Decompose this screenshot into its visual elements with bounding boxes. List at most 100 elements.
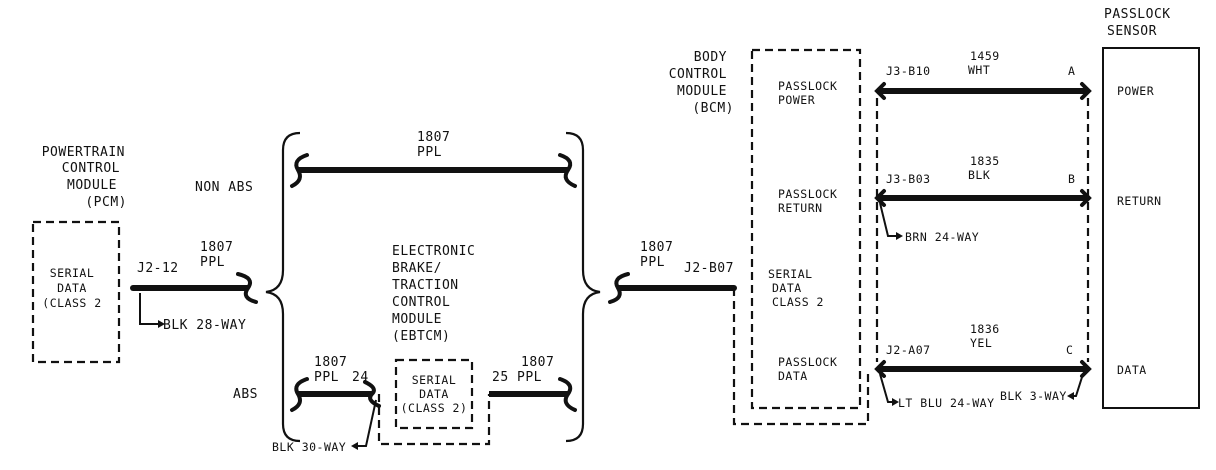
- bcm-port-return-1: PASSLOCK: [778, 187, 837, 201]
- circuit-b-pin: J3-B03: [886, 172, 931, 186]
- circuit-c-left-leader-arrow: [892, 398, 899, 406]
- circuit-a: J3-B10 1459 WHT A: [874, 49, 1092, 100]
- circuit-b-wire-color: BLK: [968, 168, 990, 182]
- bcm-name-3: MODULE: [677, 84, 727, 99]
- circuit-c-wire-id: 1836: [970, 322, 1000, 336]
- pcm-name-2: CONTROL: [62, 161, 120, 176]
- pcm-inner-2: DATA: [57, 281, 87, 295]
- bcm-dashed-box: [750, 48, 862, 410]
- abs-left-connector: [290, 377, 309, 412]
- pcm-inner-1: SERIAL: [50, 266, 95, 280]
- circuit-b-connector-leader: [879, 202, 896, 237]
- bcm-input-wire-color: PPL: [640, 255, 665, 270]
- pcm-pin-dot: [130, 285, 136, 291]
- left-brace: [265, 131, 301, 443]
- circuit-c-connector-left: LT BLU 24-WAY: [898, 396, 995, 410]
- circuit-c-right-leader: [1074, 373, 1084, 397]
- bcm-port-data-2: DATA: [778, 369, 808, 383]
- abs-left-wire-color: PPL: [314, 370, 339, 385]
- bcm-port-data-1: PASSLOCK: [778, 355, 837, 369]
- bcm-port-power-2: POWER: [778, 93, 815, 107]
- non-abs-left-connector: [290, 153, 309, 188]
- circuit-a-wire-color: WHT: [968, 63, 990, 77]
- ebtcm-outer-dashed: [377, 394, 491, 446]
- ebtcm-inner-3: (CLASS 2): [401, 401, 468, 415]
- sensor-port-power: POWER: [1117, 84, 1154, 98]
- pcm-name-4: (PCM): [85, 195, 127, 210]
- pcm-block: POWERTRAIN CONTROL MODULE (PCM) SERIAL D…: [31, 145, 258, 364]
- ebtcm-name-3: TRACTION: [392, 278, 459, 293]
- sensor-name-1: PASSLOCK: [1104, 7, 1171, 22]
- pcm-leader-arrow: [158, 320, 165, 328]
- bcm-name-2: CONTROL: [669, 67, 727, 82]
- circuit-c-pin: J2-A07: [886, 343, 931, 357]
- circuit-c: J2-A07 1836 YEL C LT BLU 24-WAY BLK 3-WA…: [874, 322, 1092, 410]
- pcm-connector-symbol: [236, 272, 258, 304]
- pcm-pin: J2-12: [137, 261, 179, 276]
- circuit-c-wire-color: YEL: [970, 336, 992, 350]
- pcm-name-3: MODULE: [67, 178, 117, 193]
- abs-connector-label: BLK 30-WAY: [272, 440, 346, 454]
- ebtcm-inner-1: SERIAL: [412, 373, 457, 387]
- non-abs-label: NON ABS: [195, 180, 253, 195]
- bcm-port-power-1: PASSLOCK: [778, 79, 837, 93]
- sensor-box: [1102, 47, 1200, 409]
- circuit-c-connector-right: BLK 3-WAY: [1000, 389, 1067, 403]
- sensor-name-2: SENSOR: [1107, 24, 1157, 39]
- ebtcm-inner-2: DATA: [419, 387, 449, 401]
- sensor-port-return: RETURN: [1117, 194, 1162, 208]
- circuit-b-wire-id: 1835: [970, 154, 1000, 168]
- ebtcm-dashed-box: [394, 358, 474, 430]
- pcm-connector-leader: [139, 293, 158, 325]
- ebtcm-name-6: (EBTCM): [392, 329, 450, 344]
- sensor-port-data: DATA: [1117, 363, 1147, 377]
- abs-right-connector: [558, 377, 577, 412]
- circuit-c-sensor-pin: C: [1066, 343, 1073, 357]
- circuit-a-wire-id: 1459: [970, 49, 1000, 63]
- ebtcm-name-2: BRAKE/: [392, 261, 442, 276]
- bcm-input-pin: J2-B07: [684, 261, 734, 276]
- circuit-b-connector-label: BRN 24-WAY: [905, 230, 979, 244]
- bcm-port-serial-2: DATA: [772, 281, 802, 295]
- abs-left-wire-id: 1807: [314, 355, 347, 370]
- circuit-b-sensor-pin: B: [1068, 172, 1075, 186]
- bcm-port-serial-1: SERIAL: [768, 267, 813, 281]
- circuit-b-left-terminal: [874, 189, 886, 207]
- non-abs-wire-id: 1807: [417, 130, 450, 145]
- pcm-wire-color: PPL: [200, 255, 225, 270]
- abs-leader-arrow: [351, 442, 358, 450]
- circuit-b-right-terminal: [1080, 189, 1092, 207]
- circuit-a-right-terminal: [1080, 82, 1092, 100]
- bcm-input-connector: [608, 272, 630, 304]
- bcm-input: 1807 PPL J2-B07: [608, 240, 737, 304]
- circuit-c-right-terminal: [1080, 360, 1092, 378]
- abs-right-wire-id: 1807: [521, 355, 554, 370]
- circuit-a-left-terminal: [874, 82, 886, 100]
- pcm-connector-label: BLK 28-WAY: [163, 318, 246, 333]
- bcm-name-4: (BCM): [692, 101, 734, 116]
- circuit-c-left-leader: [879, 373, 892, 403]
- non-abs-branch: NON ABS 1807 PPL: [195, 130, 577, 195]
- bcm-name-1: BODY: [694, 50, 727, 65]
- bcm-port-return-2: RETURN: [778, 201, 823, 215]
- bcm-input-wire-id: 1807: [640, 240, 673, 255]
- ebtcm-name-5: MODULE: [392, 312, 442, 327]
- circuit-b: J3-B03 1835 BLK B BRN 24-WAY: [874, 154, 1092, 244]
- ebtcm-name-1: ELECTRONIC: [392, 244, 475, 259]
- circuit-a-pin: J3-B10: [886, 64, 931, 78]
- ebtcm-block: ELECTRONIC BRAKE/ TRACTION CONTROL MODUL…: [377, 244, 491, 446]
- non-abs-right-connector: [558, 153, 577, 188]
- pcm-wire-id: 1807: [200, 240, 233, 255]
- pcm-inner-3: (CLASS 2: [42, 296, 101, 310]
- pcm-name-1: POWERTRAIN: [42, 145, 125, 160]
- bcm-outer-dashed: [732, 288, 870, 426]
- abs-right-pin: 25: [492, 370, 509, 385]
- circuit-c-left-terminal: [874, 360, 886, 378]
- non-abs-wire-color: PPL: [417, 145, 442, 160]
- circuit-c-right-leader-arrow: [1067, 392, 1074, 400]
- abs-right-wire-color: PPL: [517, 370, 542, 385]
- abs-mid-connector: [363, 380, 381, 408]
- abs-connector-leader: [358, 399, 377, 447]
